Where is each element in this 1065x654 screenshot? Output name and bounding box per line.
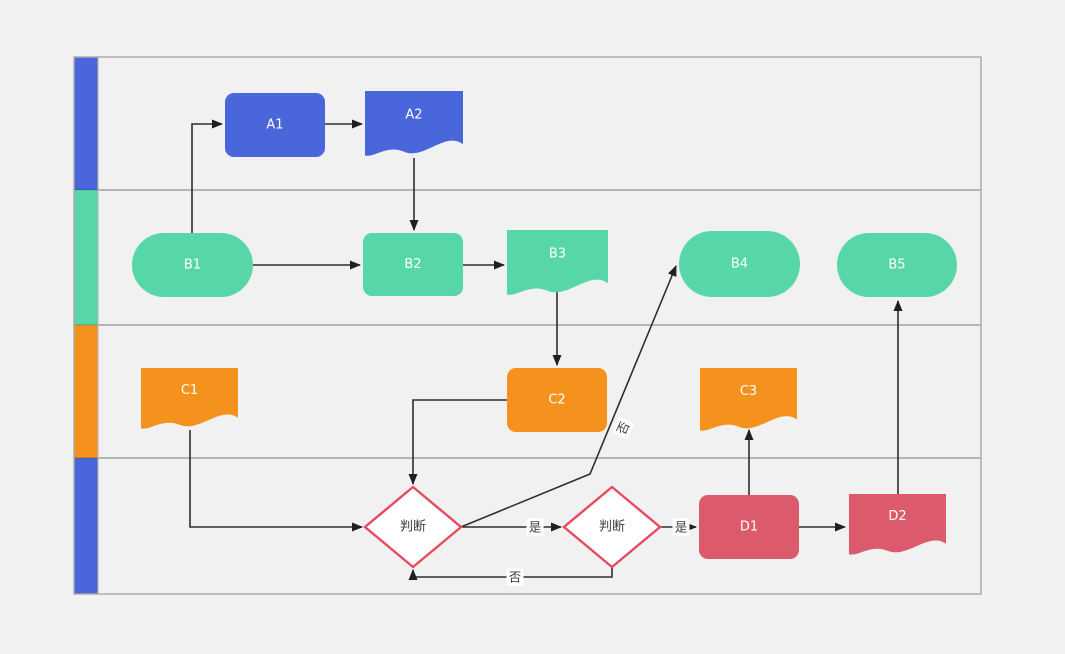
node-shape-document — [700, 368, 797, 431]
edge-j1-b4[interactable] — [460, 265, 677, 528]
node-shape-stadium — [837, 233, 957, 297]
edge-label-j1-b4: 否 — [611, 416, 635, 440]
node-label: C3 — [740, 384, 757, 399]
flow-node-j1[interactable]: 判断 — [363, 485, 463, 569]
flow-node-b4[interactable]: B4 — [679, 231, 800, 297]
node-shape-rounded — [363, 233, 463, 296]
node-label: D1 — [740, 520, 758, 535]
node-label: C1 — [181, 383, 198, 398]
edge-label-text: 否 — [509, 570, 522, 585]
node-shape-rounded — [225, 93, 325, 157]
flow-node-j2[interactable]: 判断 — [562, 485, 662, 569]
node-label: B3 — [549, 247, 566, 262]
edge-label-text: 是 — [675, 520, 688, 535]
lane-color-bar-3[interactable] — [73, 324, 99, 459]
lane-color-bar-2[interactable] — [73, 189, 99, 326]
edge-label-bg — [672, 518, 690, 536]
node-label: 判断 — [599, 520, 625, 535]
edge-label-j2-j1: 否 — [506, 568, 524, 586]
flow-node-b2[interactable]: B2 — [363, 233, 463, 296]
node-shape-rounded — [507, 368, 607, 432]
node-shape-diamond — [562, 485, 662, 569]
flow-node-c2[interactable]: C2 — [507, 368, 607, 432]
flow-node-b3[interactable]: B3 — [507, 230, 608, 295]
node-shape-document — [507, 230, 608, 295]
flow-node-c3[interactable]: C3 — [700, 368, 797, 431]
edge-b1-a1[interactable] — [191, 119, 223, 233]
node-label: B4 — [731, 257, 748, 272]
node-shape-rounded — [699, 495, 799, 559]
edge-c2-j1[interactable] — [408, 399, 507, 485]
node-shape-document — [849, 494, 946, 555]
node-label: B2 — [404, 257, 421, 272]
node-label: D2 — [888, 509, 906, 524]
flow-node-c1[interactable]: C1 — [141, 368, 238, 429]
lane-color-bar-4[interactable] — [73, 457, 99, 595]
node-label: A1 — [266, 118, 283, 133]
edge-label-text: 否 — [614, 419, 633, 437]
edge-label-text: 是 — [529, 520, 542, 535]
node-shape-stadium — [132, 233, 253, 297]
edge-c1-j1[interactable] — [189, 430, 363, 532]
edge-label-j2-d1: 是 — [672, 518, 690, 536]
lane-color-bar-1[interactable] — [73, 56, 99, 191]
flow-node-a1[interactable]: A1 — [225, 93, 325, 157]
edge-label-bg — [506, 568, 524, 586]
edge-label-bg — [611, 416, 635, 440]
flow-node-d2[interactable]: D2 — [849, 494, 946, 555]
flow-node-b1[interactable]: B1 — [132, 233, 253, 297]
node-shape-document — [141, 368, 238, 429]
swimlane-frame-border — [73, 56, 982, 595]
node-label: B1 — [184, 258, 201, 273]
node-label: 判断 — [400, 520, 426, 535]
node-label: C2 — [548, 393, 565, 408]
edge-label-bg — [526, 518, 544, 536]
node-shape-document — [365, 91, 463, 156]
node-label: B5 — [888, 258, 905, 273]
node-shape-stadium — [679, 231, 800, 297]
edge-label-j1-j2: 是 — [526, 518, 544, 536]
node-shape-diamond — [363, 485, 463, 569]
node-label: A2 — [405, 108, 422, 123]
flow-node-d1[interactable]: D1 — [699, 495, 799, 559]
flow-node-b5[interactable]: B5 — [837, 233, 957, 297]
flow-node-a2[interactable]: A2 — [365, 91, 463, 156]
